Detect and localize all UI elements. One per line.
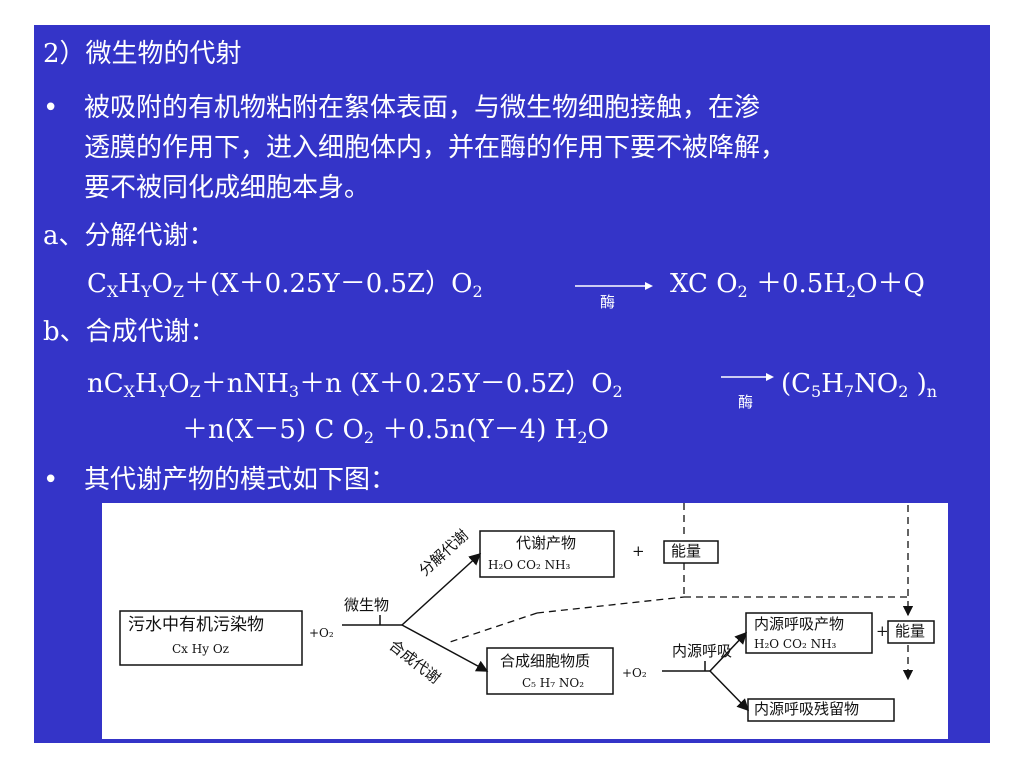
cell-box-title: 合成细胞物质 — [500, 652, 591, 670]
cell-box-formula: C₅ H₇ NO₂ — [522, 676, 585, 690]
equation-a-lhs: CXHYOZ＋(X＋0.25Y－0.5Z）O2 — [87, 269, 483, 301]
source-box-formula: Cx Hy Oz — [172, 642, 229, 656]
endo-resp-label: 内源呼吸 — [672, 642, 733, 660]
energy-label-1: 能量 — [671, 542, 702, 560]
endo-prod-box-products: H₂O CO₂ NH₃ — [754, 637, 837, 651]
equation-b-line2: ＋n(X－5) C O2 ＋0.5n(Y－4) H2O — [182, 415, 609, 447]
residue-box-label: 内源呼吸残留物 — [754, 700, 860, 718]
equation-b-rhs: (C5H7NO2 )n — [781, 369, 938, 401]
oxygen-label-1: +O₂ — [309, 626, 334, 640]
microbe-label: 微生物 — [344, 596, 390, 614]
reaction-arrow-b — [721, 373, 774, 381]
plus-label-2: + — [876, 622, 889, 640]
bullet2-text: 其代谢产物的模式如下图： — [84, 465, 397, 495]
section-a-label: a、分解代谢： — [43, 221, 215, 251]
endo-prod-box-title: 内源呼吸产物 — [754, 615, 845, 633]
slide-heading: 2）微生物的代射 — [43, 39, 242, 69]
enzyme-label-a: 酶 — [600, 293, 616, 311]
section-b-label: b、合成代谢： — [43, 317, 216, 347]
source-box-title: 污水中有机污染物 — [128, 615, 264, 635]
enzyme-label-b: 酶 — [738, 393, 754, 411]
bullet-marker: • — [43, 465, 59, 495]
energy-label-2: 能量 — [895, 622, 926, 640]
reaction-arrow-a — [575, 282, 653, 290]
metab-box-title: 代谢产物 — [516, 534, 577, 552]
slide: 2）微生物的代射 • 被吸附的有机物粘附在絮体表面，与微生物细胞接触，在渗 透膜… — [34, 25, 990, 743]
bullet1-line1: 被吸附的有机物粘附在絮体表面，与微生物细胞接触，在渗 — [84, 93, 761, 123]
equation-b-lhs: nCXHYOZ＋nNH3＋n (X＋0.25Y－0.5Z）O2 — [87, 369, 623, 401]
bullet-marker: • — [43, 93, 59, 123]
equation-a-rhs: XC O2 ＋0.5H2O＋Q — [670, 269, 925, 301]
bullet1-line2: 透膜的作用下，进入细胞体内，并在酶的作用下要不被降解， — [84, 133, 787, 163]
oxygen-label-2: +O₂ — [622, 666, 647, 680]
metab-box-products: H₂O CO₂ NH₃ — [488, 558, 571, 572]
diagram-lines — [119, 503, 935, 722]
plus-label-1: + — [632, 542, 645, 560]
bullet1-line3: 要不被同化成细胞本身。 — [84, 173, 371, 203]
metabolism-diagram: 污水中有机污染物 Cx Hy Oz +O₂ 微生物 分解代谢 合成代谢 代谢产物… — [102, 503, 948, 739]
